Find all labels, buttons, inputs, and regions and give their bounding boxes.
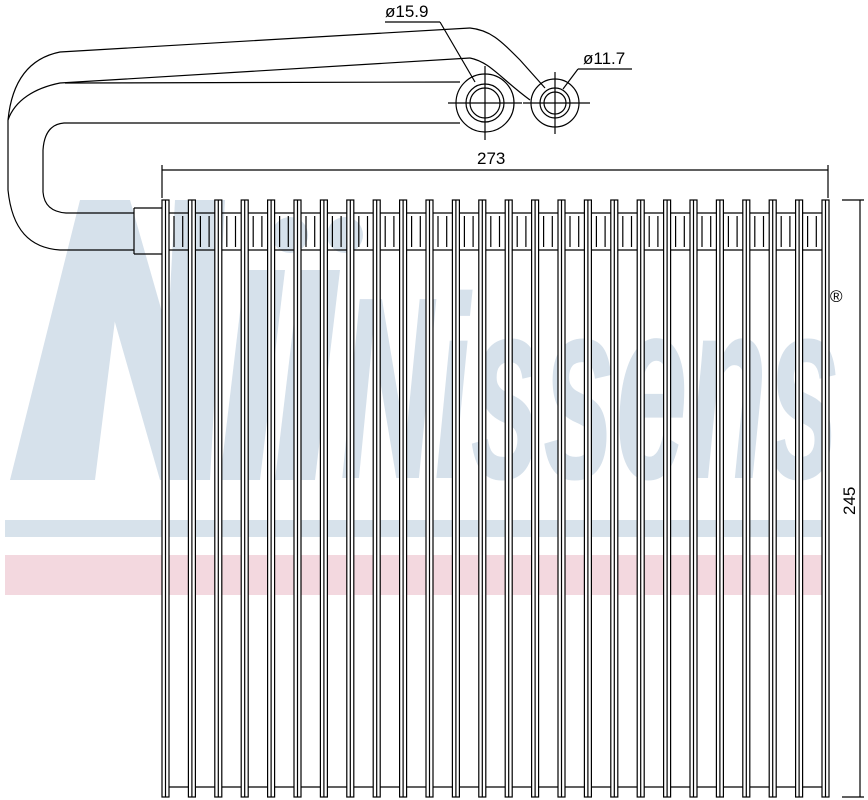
- width-label: 273: [477, 149, 505, 168]
- width-dimension: [161, 165, 829, 198]
- diameter-leaders: [385, 21, 632, 90]
- outlet-connector: [523, 72, 590, 134]
- refrigerant-pipes: [7, 27, 546, 255]
- inlet-diameter-label: ø15.9: [385, 2, 428, 21]
- registered-mark: ®: [830, 287, 843, 306]
- height-label: 245: [840, 487, 859, 515]
- evaporator-core: [161, 199, 830, 798]
- inlet-connector: [448, 66, 522, 140]
- outlet-diameter-label: ø11.7: [583, 49, 625, 68]
- height-dimension: [842, 199, 864, 798]
- blue-stripe: [5, 520, 828, 537]
